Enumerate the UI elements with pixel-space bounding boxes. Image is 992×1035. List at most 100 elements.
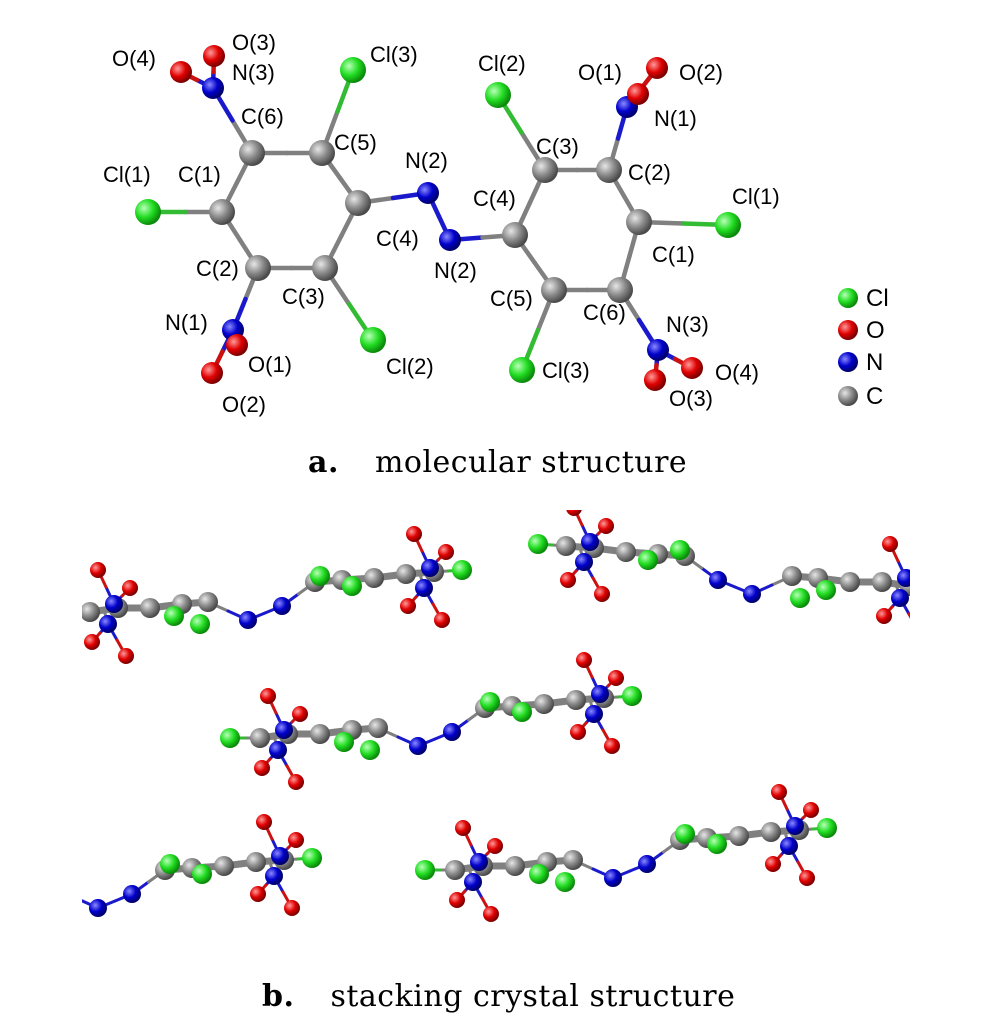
atom-cl bbox=[360, 327, 386, 353]
atom-cl bbox=[14, 894, 34, 914]
atom-cl bbox=[310, 566, 330, 586]
atom-cl bbox=[50, 602, 70, 622]
legend-o-swatch bbox=[838, 320, 858, 340]
atom-label: Cl(3) bbox=[542, 358, 590, 383]
atom-c bbox=[345, 190, 371, 216]
atom-o bbox=[292, 706, 308, 722]
panel-b-stacked-molecules bbox=[0, 510, 926, 922]
atom-o bbox=[627, 83, 649, 105]
atom-c bbox=[396, 564, 416, 584]
atom-o bbox=[487, 838, 503, 854]
atom-n bbox=[265, 867, 283, 885]
atom-label: C(5) bbox=[490, 286, 533, 311]
atom-cl bbox=[340, 57, 366, 83]
atom-c bbox=[616, 542, 636, 562]
stacked-molecule bbox=[415, 784, 837, 922]
atom-c bbox=[82, 602, 100, 622]
atom-cl bbox=[509, 357, 535, 383]
atom-n bbox=[743, 585, 761, 603]
atom-cl bbox=[529, 864, 549, 884]
atom-o bbox=[882, 536, 898, 552]
atom-o bbox=[250, 886, 266, 902]
panel-a-molecular-structure: O(4)O(3)N(3)C(6)Cl(3)C(5)Cl(1)C(1)N(2)C(… bbox=[103, 30, 889, 480]
atom-c bbox=[729, 826, 749, 846]
atom-c bbox=[140, 598, 160, 618]
atom-label: N(3) bbox=[232, 60, 275, 85]
atom-o bbox=[910, 622, 926, 638]
atom-n bbox=[591, 685, 609, 703]
atom-cl bbox=[415, 860, 435, 880]
atom-o bbox=[576, 652, 592, 668]
atom-cl bbox=[707, 834, 727, 854]
atom-n bbox=[99, 615, 117, 633]
atom-n bbox=[273, 597, 291, 615]
atom-cl bbox=[40, 902, 60, 922]
atom-cl bbox=[715, 212, 741, 238]
caption-a-letter: a. bbox=[308, 445, 339, 480]
atom-cl bbox=[135, 199, 161, 225]
atom-o bbox=[90, 562, 106, 578]
bond bbox=[914, 562, 922, 570]
stacked-molecule bbox=[220, 652, 642, 790]
atom-o bbox=[771, 784, 787, 800]
atom-c bbox=[556, 536, 576, 556]
atom-label: N(2) bbox=[434, 258, 477, 283]
atom-o bbox=[288, 774, 304, 790]
atom-n bbox=[780, 837, 798, 855]
legend-n-swatch bbox=[838, 352, 858, 372]
atom-cl bbox=[480, 692, 500, 712]
atom-label: C(2) bbox=[196, 256, 239, 281]
panel-a-atom-labels: O(4)O(3)N(3)C(6)Cl(3)C(5)Cl(1)C(1)N(2)C(… bbox=[103, 30, 780, 417]
atom-label: Cl(2) bbox=[386, 354, 434, 379]
atom-n bbox=[464, 873, 482, 891]
atom-o bbox=[560, 572, 576, 588]
atom-cl bbox=[638, 550, 658, 570]
atom-label: C(3) bbox=[282, 284, 325, 309]
bond bbox=[58, 890, 78, 899]
atom-o bbox=[254, 760, 270, 776]
atom-label: O(3) bbox=[232, 30, 276, 55]
atom-c bbox=[761, 822, 781, 842]
bond bbox=[45, 890, 58, 891]
atom-n bbox=[269, 741, 287, 759]
atom-o bbox=[434, 612, 450, 628]
atom-label: C(6) bbox=[241, 104, 284, 129]
legend-c-swatch bbox=[838, 386, 858, 406]
atom-o bbox=[400, 598, 416, 614]
atom-label: O(1) bbox=[578, 60, 622, 85]
bond bbox=[0, 894, 16, 896]
atom-label: N(3) bbox=[666, 312, 709, 337]
panel-b-stacking-crystal-structure: b. stacking crystal structure bbox=[0, 510, 926, 1014]
atom-o bbox=[201, 362, 223, 384]
atom-o bbox=[765, 856, 781, 872]
atom-cl bbox=[675, 824, 695, 844]
atom-n bbox=[575, 553, 593, 571]
atom-label: C(3) bbox=[536, 134, 579, 159]
atom-n bbox=[470, 853, 488, 871]
atom-o bbox=[260, 688, 276, 704]
stacked-molecule bbox=[528, 510, 926, 638]
atom-c bbox=[505, 856, 525, 876]
atom-c bbox=[532, 157, 558, 183]
atom-c bbox=[198, 592, 218, 612]
atom-c bbox=[541, 277, 567, 303]
atom-n bbox=[415, 579, 433, 597]
atom-o bbox=[203, 45, 225, 67]
atom-label: C(6) bbox=[583, 300, 626, 325]
atom-o bbox=[288, 832, 304, 848]
atom-c bbox=[607, 277, 633, 303]
atom-o bbox=[284, 900, 300, 916]
atom-n bbox=[417, 182, 439, 204]
atom-n bbox=[105, 595, 123, 613]
atom-label: Cl(3) bbox=[370, 42, 418, 67]
atom-cl bbox=[485, 82, 511, 108]
atom-n bbox=[709, 571, 727, 589]
atom-n bbox=[638, 855, 656, 873]
legend-n-label: N bbox=[866, 349, 883, 376]
atom-o bbox=[438, 544, 454, 560]
legend-o-label: O bbox=[866, 317, 885, 344]
atom-n bbox=[123, 885, 141, 903]
atom-label: N(1) bbox=[165, 310, 208, 335]
atom-c bbox=[872, 572, 892, 592]
atom-cl bbox=[452, 560, 472, 580]
